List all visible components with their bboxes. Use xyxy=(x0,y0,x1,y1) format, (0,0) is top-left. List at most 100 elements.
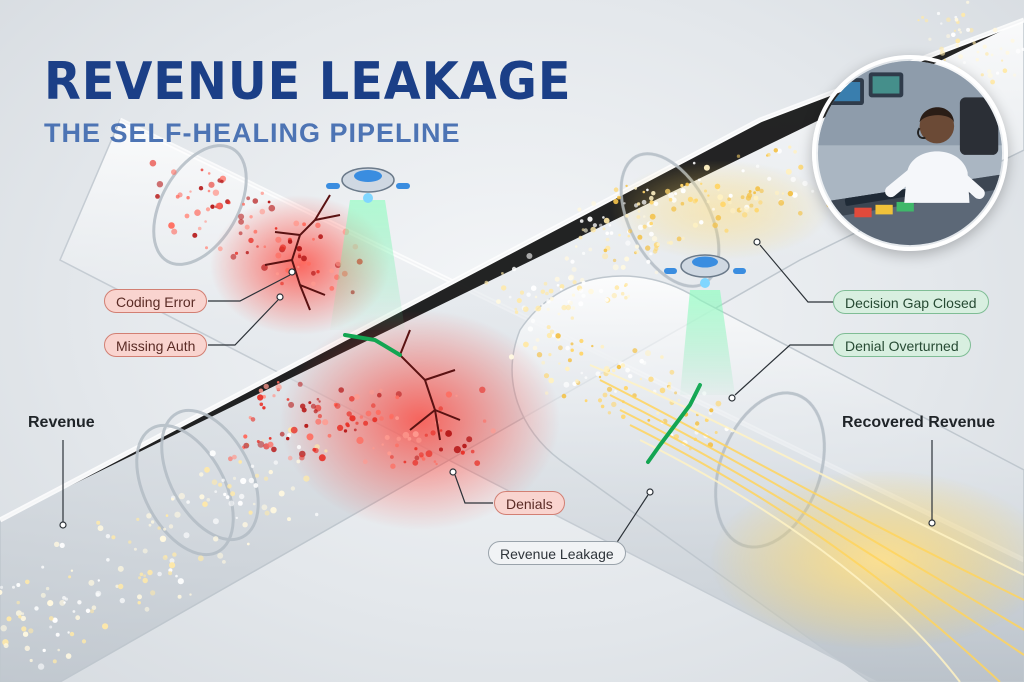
revenue-particle xyxy=(754,207,759,213)
revenue-particle xyxy=(49,616,54,621)
revenue-particle xyxy=(985,52,989,56)
revenue-particle xyxy=(237,500,243,506)
revenue-particle xyxy=(580,371,584,375)
revenue-particle xyxy=(474,460,481,466)
revenue-particle xyxy=(618,233,621,237)
revenue-particle xyxy=(581,280,586,285)
revenue-particle xyxy=(613,187,619,192)
revenue-particle xyxy=(306,433,314,441)
revenue-particle xyxy=(955,38,961,44)
revenue-particle xyxy=(748,190,752,193)
revenue-particle xyxy=(570,342,574,346)
revenue-particle xyxy=(359,415,364,419)
revenue-particle xyxy=(535,338,540,342)
revenue-particle xyxy=(558,345,563,351)
revenue-particle xyxy=(248,237,254,244)
revenue-particle xyxy=(318,234,323,240)
revenue-particle xyxy=(234,251,239,255)
revenue-particle xyxy=(954,17,959,22)
revenue-particle xyxy=(549,329,555,334)
revenue-particle xyxy=(990,79,995,85)
revenue-particle xyxy=(767,176,772,181)
revenue-particle xyxy=(111,535,116,540)
revenue-particle xyxy=(982,44,987,49)
revenue-particle xyxy=(571,267,577,272)
revenue-particle xyxy=(338,387,345,393)
revenue-particle xyxy=(377,392,382,398)
revenue-particle xyxy=(238,460,242,464)
revenue-particle xyxy=(680,183,684,188)
revenue-particle xyxy=(624,295,628,300)
revenue-particle xyxy=(286,436,290,441)
revenue-particle xyxy=(969,28,974,33)
revenue-particle xyxy=(556,284,560,287)
revenue-particle xyxy=(334,403,341,409)
revenue-particle xyxy=(147,569,153,576)
revenue-particle xyxy=(29,658,33,663)
revenue-particle xyxy=(318,400,321,403)
revenue-particle xyxy=(975,58,979,62)
revenue-particle xyxy=(240,477,247,485)
revenue-particle xyxy=(1002,68,1008,73)
revenue-particle xyxy=(349,415,356,422)
revenue-particle xyxy=(85,608,91,613)
revenue-particle xyxy=(414,447,418,451)
revenue-particle xyxy=(34,606,39,611)
revenue-particle xyxy=(706,200,710,204)
revenue-particle xyxy=(235,516,238,520)
revenue-particle xyxy=(55,632,60,637)
revenue-particle xyxy=(668,192,675,199)
revenue-particle xyxy=(246,542,250,546)
revenue-particle xyxy=(966,0,970,4)
revenue-particle xyxy=(102,623,109,630)
revenue-particle xyxy=(272,394,276,398)
revenue-particle xyxy=(646,188,649,192)
label-revenue-leakage: Revenue Leakage xyxy=(488,541,626,565)
revenue-particle xyxy=(730,208,736,214)
revenue-particle xyxy=(253,483,259,488)
revenue-particle xyxy=(479,386,486,393)
revenue-particle xyxy=(169,558,175,564)
revenue-particle xyxy=(0,625,7,632)
revenue-particle xyxy=(939,50,946,56)
revenue-particle xyxy=(169,562,176,569)
revenue-particle xyxy=(753,191,756,195)
revenue-particle xyxy=(199,472,204,477)
revenue-particle xyxy=(798,164,804,170)
revenue-particle xyxy=(574,245,578,248)
revenue-particle xyxy=(322,419,329,426)
revenue-particle xyxy=(304,423,309,428)
revenue-particle xyxy=(217,246,223,252)
revenue-particle xyxy=(288,401,295,408)
revenue-particle xyxy=(412,459,419,466)
revenue-particle xyxy=(159,535,167,542)
revenue-particle xyxy=(599,223,603,227)
revenue-particle xyxy=(785,168,792,175)
revenue-particle xyxy=(59,599,66,606)
revenue-particle xyxy=(312,237,315,241)
revenue-particle xyxy=(598,375,602,379)
revenue-particle xyxy=(157,571,162,577)
revenue-particle xyxy=(194,209,201,216)
revenue-particle xyxy=(917,19,920,22)
revenue-particle xyxy=(439,447,443,452)
revenue-particle xyxy=(709,408,714,413)
revenue-particle xyxy=(252,502,256,506)
revenue-particle xyxy=(546,332,553,339)
revenue-particle xyxy=(570,259,575,264)
revenue-particle xyxy=(773,148,778,153)
revenue-particle xyxy=(371,403,376,408)
revenue-particle xyxy=(611,292,617,299)
revenue-particle xyxy=(230,253,237,260)
revenue-particle xyxy=(681,236,685,240)
revenue-particle xyxy=(625,367,630,373)
revenue-particle xyxy=(612,368,616,373)
revenue-particle xyxy=(530,285,537,292)
revenue-particle xyxy=(3,643,9,649)
revenue-particle xyxy=(59,542,65,549)
revenue-particle xyxy=(439,429,443,432)
label-denial-overturned: Denial Overturned xyxy=(833,333,971,357)
revenue-particle xyxy=(45,586,50,591)
revenue-particle xyxy=(645,350,651,357)
revenue-particle xyxy=(28,628,34,634)
